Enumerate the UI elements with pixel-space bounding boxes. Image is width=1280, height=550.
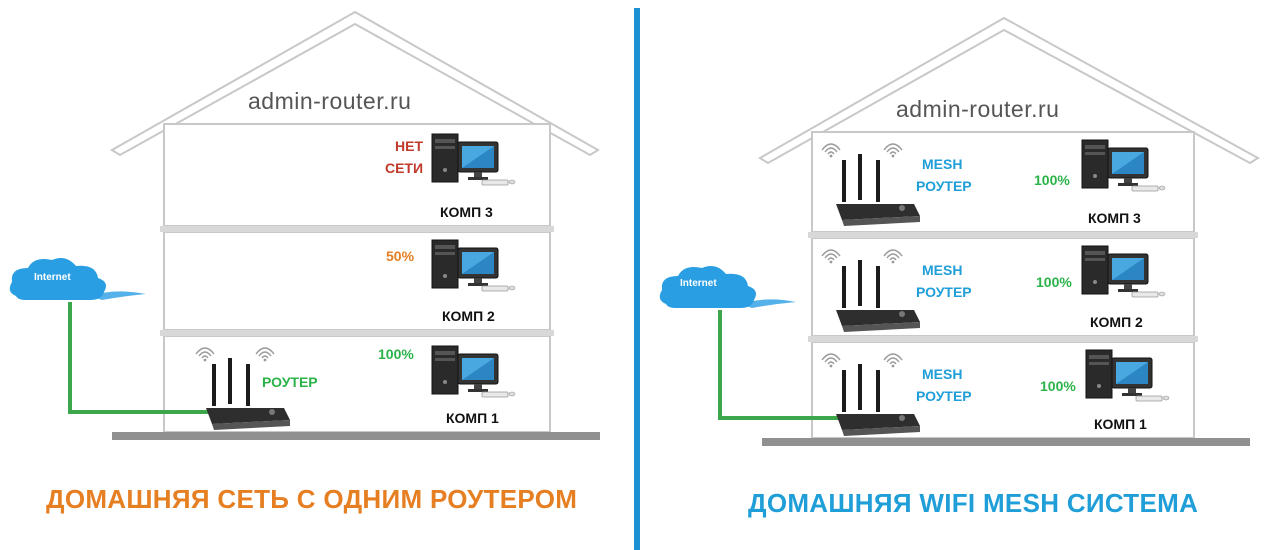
right-floor2-router-line2: РОУТЕР	[916, 284, 972, 300]
left-floor1-signal: 100%	[378, 346, 414, 362]
left-cable	[68, 302, 210, 414]
right-cable	[718, 310, 850, 420]
left-floor2-comp-label: КОМП 2	[442, 308, 495, 324]
right-floor3-router-line1: MESH	[922, 156, 963, 172]
right-floor3-comp-label: КОМП 3	[1088, 210, 1141, 226]
left-ground	[112, 432, 600, 440]
right-floor1-signal: 100%	[1040, 378, 1076, 394]
left-floor3-signal-line1: НЕТ	[395, 138, 423, 154]
right-floor3-router-line2: РОУТЕР	[916, 178, 972, 194]
left-floor1-comp-label: КОМП 1	[446, 410, 499, 426]
right-floor1-router-line1: MESH	[922, 366, 963, 382]
left-floor3-signal-line2: СЕТИ	[384, 160, 424, 176]
left-cloud-label: Internet	[34, 272, 71, 283]
right-caption: ДОМАШНЯЯ WIFI MESH СИСТЕМА	[748, 488, 1199, 518]
right-floor2-signal: 100%	[1036, 274, 1072, 290]
right-ground	[762, 438, 1250, 446]
left-house	[9, 10, 600, 440]
right-floor1-comp-label: КОМП 1	[1094, 416, 1147, 432]
left-house-roof	[110, 10, 600, 157]
center-divider	[634, 8, 640, 550]
right-floor3-signal: 100%	[1034, 172, 1070, 188]
right-floor1-router-line2: РОУТЕР	[916, 388, 972, 404]
right-house	[659, 16, 1260, 446]
right-house-roof	[758, 16, 1260, 165]
right-floor2-comp-label: КОМП 2	[1090, 314, 1143, 330]
left-floor3-comp-label: КОМП 3	[440, 204, 493, 220]
left-cloud-icon	[9, 258, 146, 300]
left-router-label: РОУТЕР	[262, 374, 318, 390]
left-caption: ДОМАШНЯЯ СЕТЬ С ОДНИМ РОУТЕРОМ	[46, 484, 578, 514]
left-floor2-signal: 50%	[386, 248, 415, 264]
right-cloud-label: Internet	[680, 278, 717, 289]
right-watermark: admin-router.ru	[896, 96, 1060, 122]
left-watermark: admin-router.ru	[248, 88, 412, 114]
right-floor2-router-line1: MESH	[922, 262, 963, 278]
